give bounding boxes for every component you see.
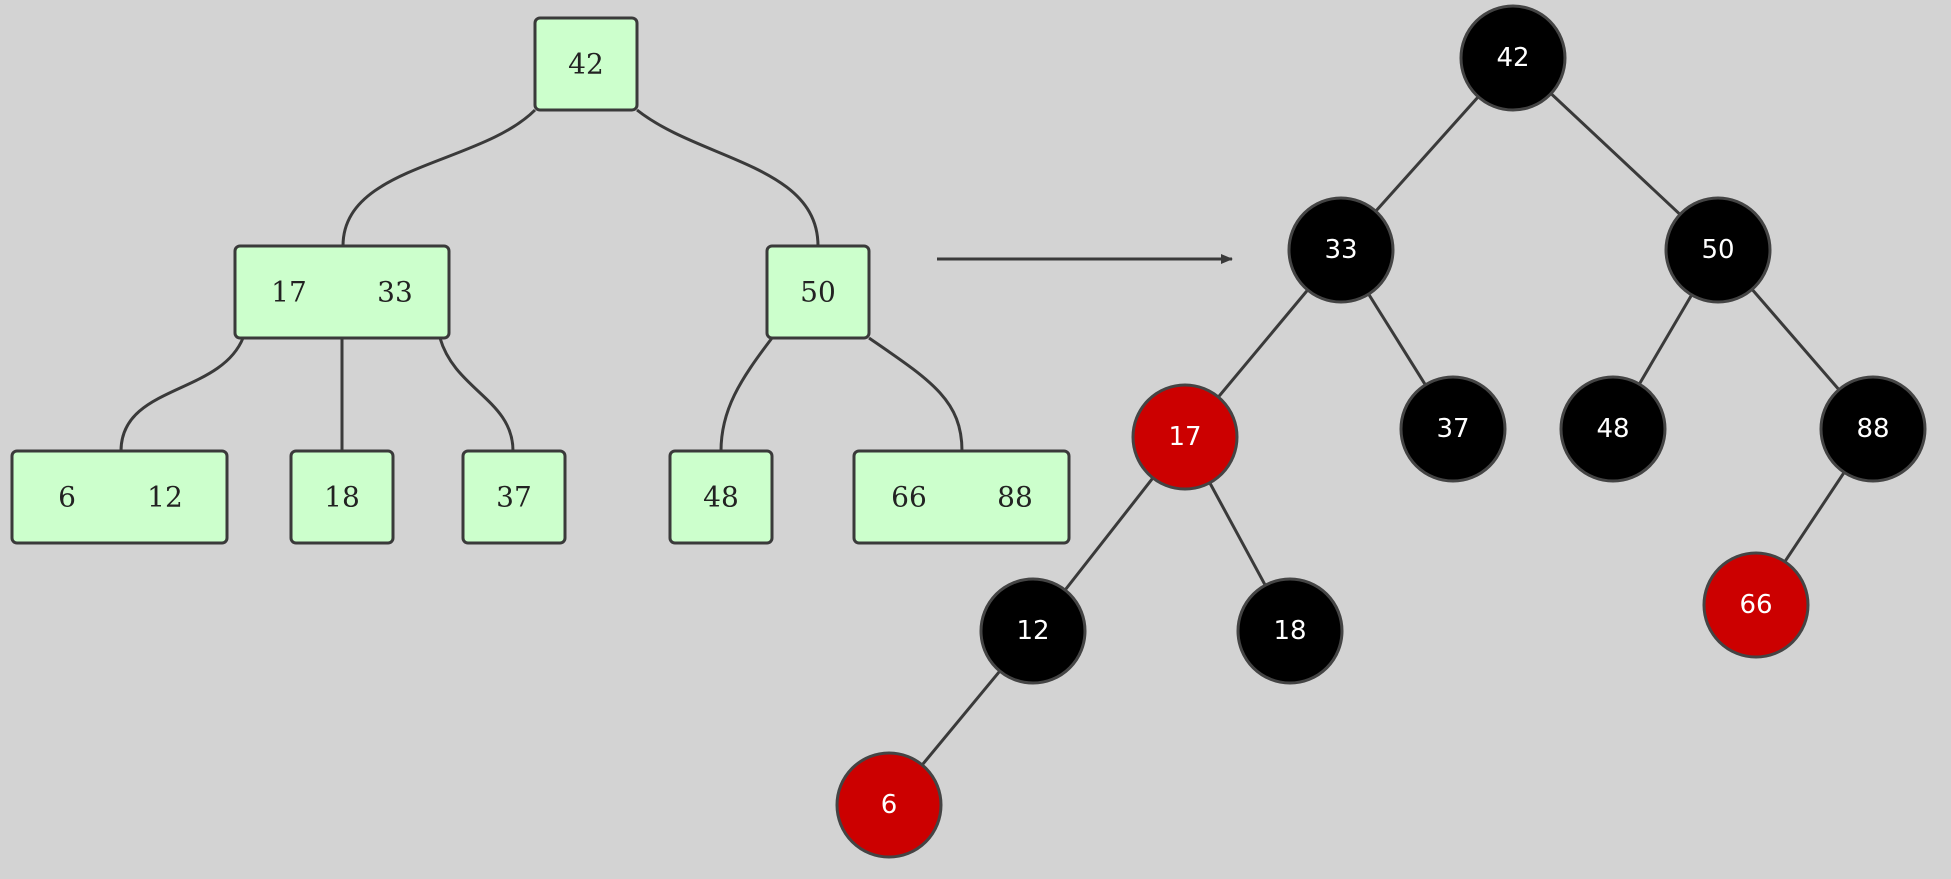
btree-node-b-6-12: 6 12 (10, 449, 229, 545)
btree-key: 50 (800, 276, 836, 309)
btree-key: 66 (891, 481, 927, 514)
rbtree-key: 12 (1016, 616, 1049, 646)
rbtree-node-48-black: 48 (1559, 375, 1667, 483)
rbtree-node-66-red: 66 (1702, 551, 1810, 659)
btree-key: 12 (147, 481, 183, 514)
rbtree-node-6-red: 6 (835, 751, 943, 859)
rbtree-node-circle (1459, 4, 1567, 112)
btree-node-box (233, 244, 451, 340)
rbtree-key: 48 (1596, 414, 1629, 444)
btree-node-box (668, 449, 774, 545)
rbtree-key: 17 (1168, 422, 1201, 452)
btree-node-b-18: 18 (289, 449, 395, 545)
rbtree-key: 33 (1324, 235, 1357, 265)
btree-edge-b-root-b-17-33 (341, 108, 537, 247)
btree-edges (119, 108, 964, 452)
rbtree-edges (887, 56, 1875, 806)
rbtree-key: 18 (1273, 616, 1306, 646)
rbtree-node-17-red: 17 (1131, 383, 1239, 491)
btree-node-box (289, 449, 395, 545)
btree-key: 42 (568, 48, 604, 81)
rbtree-key: 66 (1739, 590, 1772, 620)
btree-edge-b-50-b-48 (719, 337, 774, 452)
rbtree-node-50-black: 50 (1664, 196, 1772, 304)
btree-node-b-root: 42 (533, 16, 639, 112)
rbtree-node-42-black: 42 (1459, 4, 1567, 112)
rbtree-node-circle (1702, 551, 1810, 659)
rbtree-node-12-black: 12 (979, 577, 1087, 685)
btree-key: 6 (58, 481, 76, 514)
btree-edge-b-50-b-66-88 (868, 336, 964, 452)
rbtree-node-88-black: 88 (1819, 375, 1927, 483)
btree-edge-b-17-33-b-6-12 (119, 337, 245, 452)
rbtree-node-circle (1819, 375, 1927, 483)
rbtree-key: 42 (1496, 43, 1529, 73)
btree-node-box (852, 449, 1071, 545)
rbtree-node-circle (1131, 383, 1239, 491)
rbtree-key: 88 (1856, 414, 1889, 444)
btree-node-b-66-88: 66 88 (852, 449, 1071, 545)
rbtree-node-circle (1559, 375, 1667, 483)
btree-node-box (765, 244, 871, 340)
rbtree-node-circle (1399, 375, 1507, 483)
btree-node-b-37: 37 (461, 449, 567, 545)
rbtree-node-circle (1664, 196, 1772, 304)
btree-key: 88 (997, 481, 1033, 514)
btree-key: 17 (271, 276, 307, 309)
rbtree-node-circle (979, 577, 1087, 685)
rbtree-node-circle (1236, 577, 1344, 685)
rbtree-key: 37 (1436, 414, 1469, 444)
rbtree-key: 6 (881, 790, 898, 820)
rbtree-node-circle (835, 751, 943, 859)
btree-edge-b-17-33-b-37 (438, 337, 515, 452)
btree-node-b-50: 50 (765, 244, 871, 340)
btree-key: 37 (496, 481, 532, 514)
btree-node-box (461, 449, 567, 545)
rbtree-node-circle (1287, 196, 1395, 304)
btree-edge-b-root-b-50 (636, 108, 820, 247)
rbtree-key: 50 (1701, 235, 1734, 265)
btree-node-box (533, 16, 639, 112)
rbtree-node-18-black: 18 (1236, 577, 1344, 685)
btree-node-b-48: 48 (668, 449, 774, 545)
btree-node-box (10, 449, 229, 545)
btree-key: 18 (324, 481, 360, 514)
btree-key: 48 (703, 481, 739, 514)
rbtree-node-33-black: 33 (1287, 196, 1395, 304)
btree-key: 33 (377, 276, 413, 309)
rbtree-node-37-black: 37 (1399, 375, 1507, 483)
